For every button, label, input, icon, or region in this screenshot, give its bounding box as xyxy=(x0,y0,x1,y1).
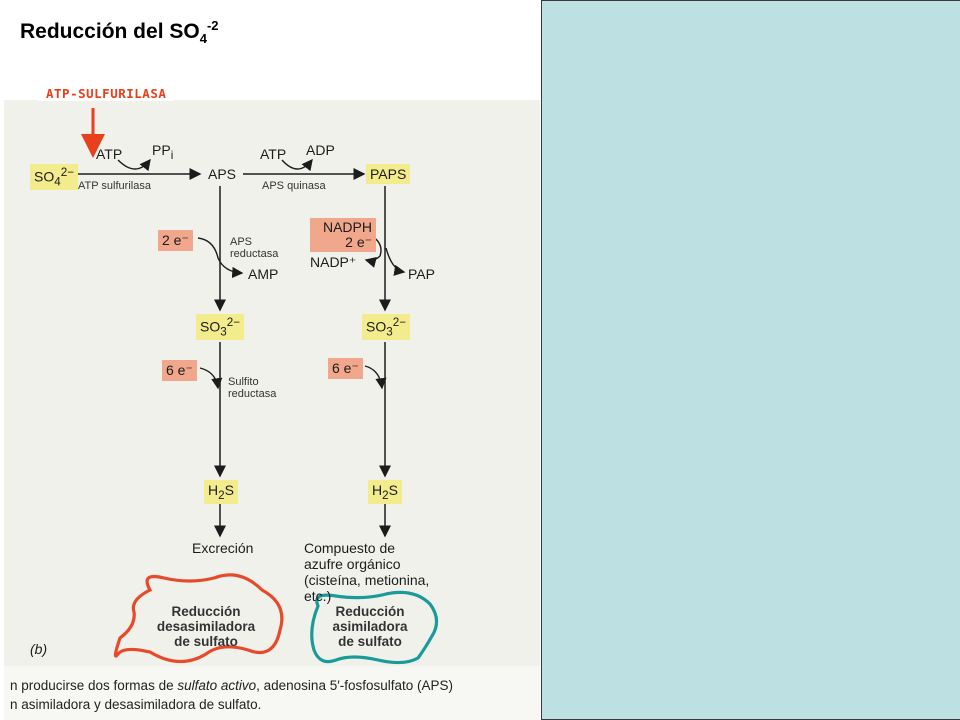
atp-ppi-curve xyxy=(117,158,151,172)
panel-letter: (b) xyxy=(30,641,48,657)
so4-node: SO42− xyxy=(30,164,79,191)
paps-node: PAPS xyxy=(366,164,411,184)
2e-left-node: 2 e⁻ xyxy=(158,230,193,251)
nadph-to-nadp-curve xyxy=(364,235,382,268)
desasimiladora-outline xyxy=(113,573,284,664)
atp-input-1: ATP xyxy=(96,146,123,162)
desasimiladora-label: Reducción desasimiladora de sulfato xyxy=(156,604,256,649)
ppi-output: PPi xyxy=(152,142,174,162)
blank-content-panel xyxy=(541,0,960,720)
6e-right-curve xyxy=(364,365,387,390)
6e-right-node: 6 e⁻ xyxy=(328,358,363,379)
aps-node: APS xyxy=(208,166,237,182)
sulfito-reductasa-enzyme-2: reductasa xyxy=(228,388,277,400)
atp-input-2: ATP xyxy=(260,146,287,162)
so3-right-node: SO32− xyxy=(362,314,411,341)
6e-left-curve xyxy=(199,367,223,390)
aps-reductasa-enzyme-1: APS xyxy=(230,236,253,248)
asimiladora-label: Reducción asimiladora de sulfato xyxy=(332,604,408,649)
pap-output: PAP xyxy=(408,266,435,282)
amp-output: AMP xyxy=(248,266,279,282)
so3-left-node: SO32− xyxy=(196,314,245,341)
nadp-output: NADP⁺ xyxy=(310,254,357,270)
paps-to-pap-curve xyxy=(385,247,406,276)
compuesto-label: Compuesto de azufre orgánico (cisteína, … xyxy=(304,540,430,604)
aps-reductasa-enzyme-2: reductasa xyxy=(230,248,279,260)
atp-adp-curve xyxy=(281,158,313,172)
2e-to-amp-curve xyxy=(197,237,244,279)
adp-output: ADP xyxy=(306,142,335,158)
caption-line-1: n producirse dos formas de sulfato activ… xyxy=(10,678,454,693)
excrecion-label: Excreción xyxy=(192,540,254,556)
aps-quinasa-enzyme: APS quinasa xyxy=(262,180,326,192)
caption-area: n producirse dos formas de sulfato activ… xyxy=(4,666,540,720)
atp-sulfurilasa-enzyme: ATP sulfurilasa xyxy=(78,180,151,192)
sulfito-reductasa-enzyme-1: Sulfito xyxy=(228,376,259,388)
textbook-figure-scan: n producirse dos formas de sulfato activ… xyxy=(4,100,540,720)
atp-sulfurilasa-label: ATP-SULFURILASA xyxy=(38,86,175,101)
caption-line-2: n asimiladora y desasimiladora de sulfat… xyxy=(10,697,262,712)
h2s-left-node: H2S xyxy=(204,480,238,504)
asimiladora-outline xyxy=(310,590,439,665)
h2s-right-node: H2S xyxy=(368,480,402,504)
6e-left-node: 6 e⁻ xyxy=(162,360,197,381)
slide-title: Reducción del SO4-2 xyxy=(20,18,219,47)
